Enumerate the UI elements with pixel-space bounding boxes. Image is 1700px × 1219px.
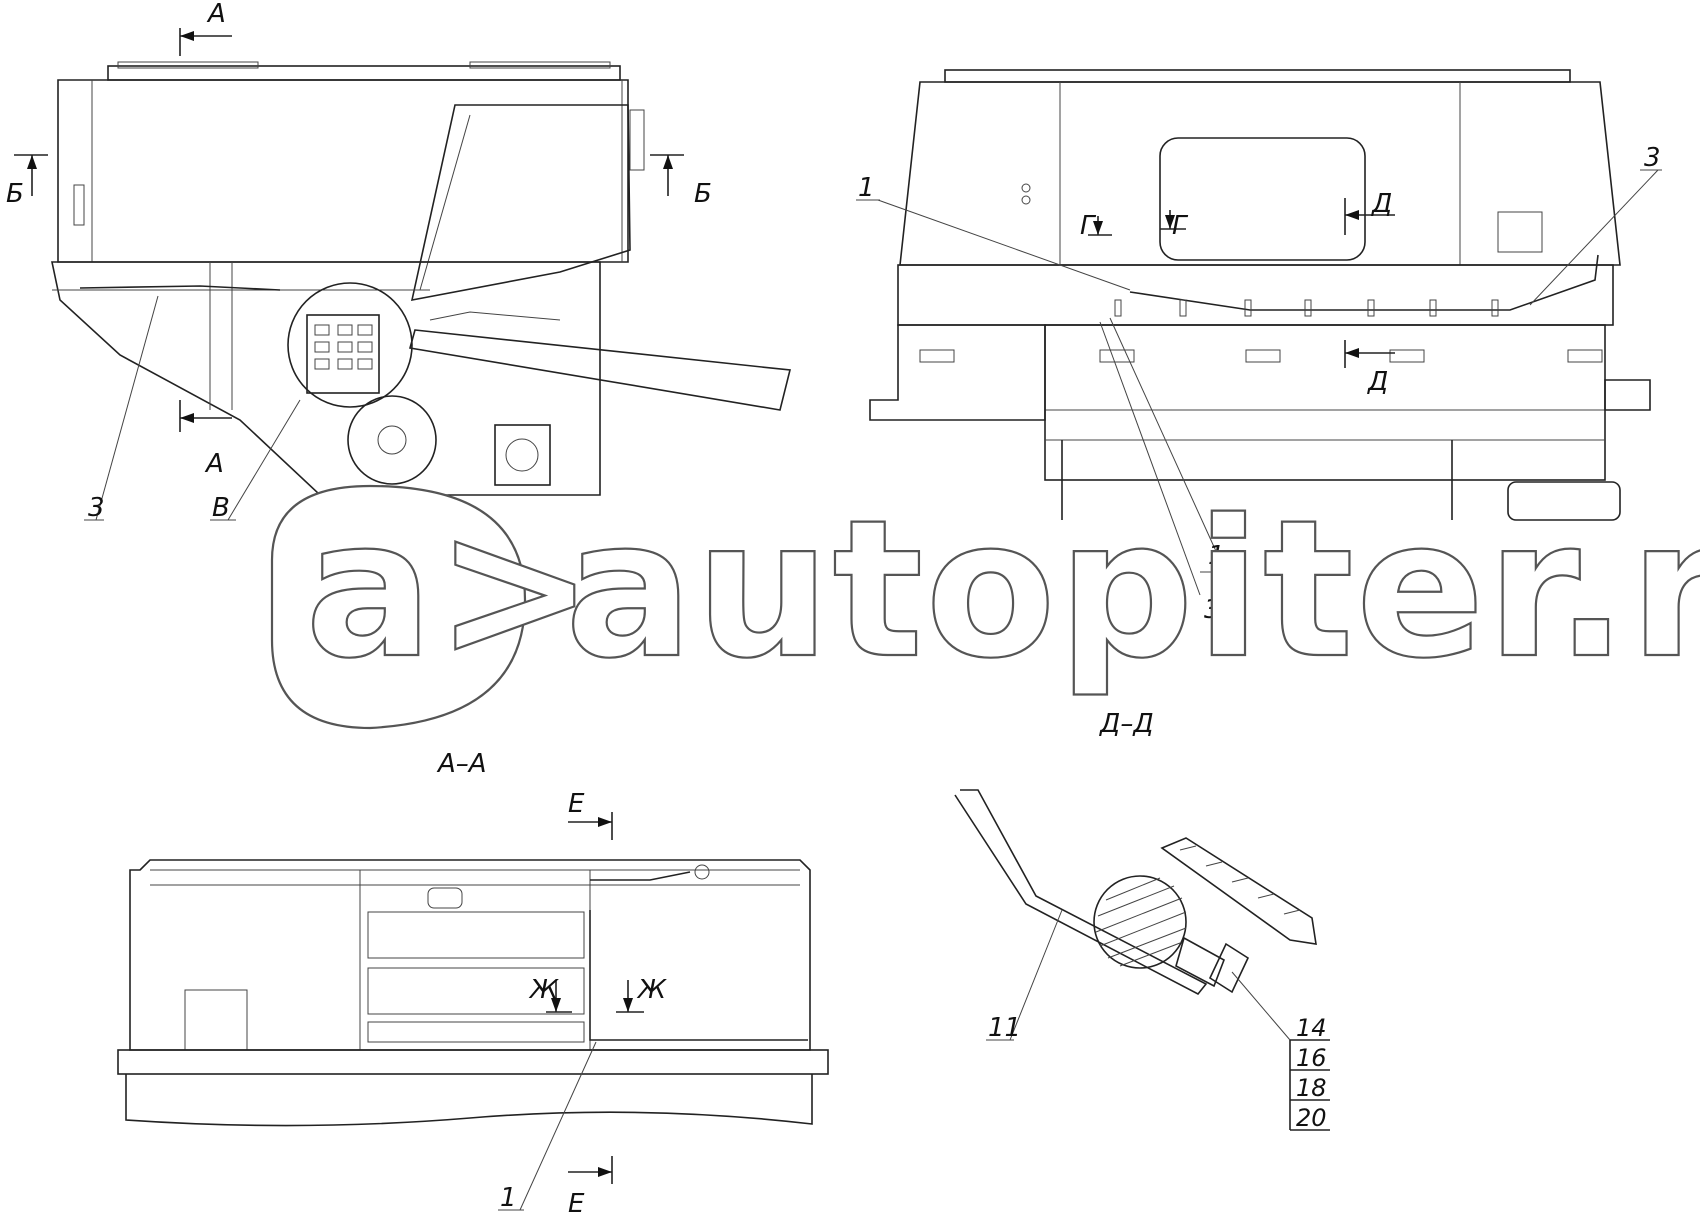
watermark: a> autopiter.ru xyxy=(270,478,1700,730)
callout-1-stack: 1 xyxy=(1208,541,1225,571)
callout-3-stack: 3 xyxy=(1204,595,1221,625)
callout-11: 11 xyxy=(988,1013,1021,1043)
section-mark-b-left: Б xyxy=(6,179,24,209)
view-section-aa: А–А Е Е Ж Ж 1 xyxy=(117,749,829,1219)
section-mark-d-bottom: Д xyxy=(1367,367,1388,397)
watermark-logo-letters: a> xyxy=(305,479,596,700)
section-mark-g-left: Г xyxy=(1080,211,1097,241)
view-side-elevation: А А Б Б 3 В xyxy=(6,0,791,523)
section-mark-a-top: А xyxy=(206,0,226,29)
section-mark-zh-left: Ж xyxy=(528,975,559,1005)
callout-1-top: 1 xyxy=(858,173,875,203)
section-mark-d-top: Д xyxy=(1371,189,1392,219)
section-mark-b-right: Б xyxy=(694,179,712,209)
watermark-logo-badge xyxy=(270,484,527,730)
section-aa-title: А–А xyxy=(436,749,487,779)
section-mark-g-right: Г xyxy=(1172,211,1189,241)
fastener-14: 14 xyxy=(1296,1014,1327,1042)
section-dd-title: Д–Д xyxy=(1099,709,1154,739)
fastener-20: 20 xyxy=(1296,1104,1327,1132)
watermark-site-name: autopiter.ru xyxy=(565,479,1700,700)
fastener-18: 18 xyxy=(1296,1074,1327,1102)
callout-3: 3 xyxy=(88,493,105,523)
fastener-16: 16 xyxy=(1296,1044,1327,1072)
section-mark-zh-right: Ж xyxy=(636,975,667,1005)
view-section-dd: Д–Д 11 xyxy=(954,709,1330,1132)
callout-1-aa: 1 xyxy=(500,1183,517,1213)
section-mark-e-bottom: Е xyxy=(568,1189,585,1219)
callout-3-top: 3 xyxy=(1644,143,1661,173)
section-mark-a-bottom: А xyxy=(204,449,224,479)
section-mark-e-top: Е xyxy=(568,789,585,819)
view-front-elevation: Г Г Д Д 1 3 1 3 xyxy=(856,69,1662,625)
callout-v: В xyxy=(212,493,230,523)
